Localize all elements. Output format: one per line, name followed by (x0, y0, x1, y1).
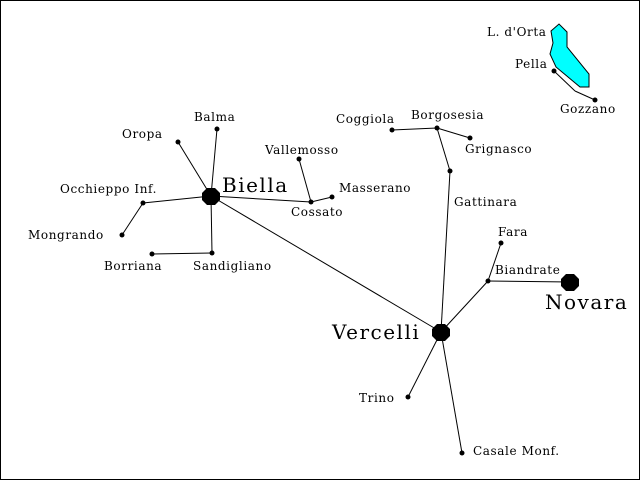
label-mongrando: Mongrando (28, 228, 104, 242)
label-gattinara: Gattinara (454, 195, 517, 209)
label-cossato: Cossato (291, 205, 343, 219)
road-biella-balma (210, 128, 218, 197)
casale-dot (459, 450, 465, 456)
road-occhieppo-mongrando (121, 202, 144, 236)
road-biella-occhieppo (142, 195, 212, 204)
road-biella-vercelli (210, 195, 442, 333)
label-oropa: Oropa (122, 127, 163, 141)
road-sandigliano-borriana (151, 252, 213, 255)
road-cossato-masserano (310, 196, 333, 203)
label-biandrate: Biandrate (495, 263, 560, 277)
borriana-dot (149, 251, 155, 257)
road-borgosesia-coggiola (391, 127, 438, 131)
town-dots (119, 68, 598, 456)
label-gozzano: Gozzano (560, 102, 616, 116)
road-pella-gozzano-2 (574, 90, 596, 101)
road-biella-sandigliano (210, 195, 213, 254)
label-borgosesia: Borgosesia (411, 108, 484, 122)
label-lake-orta: L. d'Orta (487, 25, 547, 39)
road-pella-gozzano (553, 70, 576, 92)
label-borriana: Borriana (104, 259, 162, 273)
oropa-dot (175, 139, 181, 145)
sandigliano-dot (209, 250, 215, 256)
label-fara: Fara (498, 225, 528, 239)
label-vallemosso: Vallemosso (264, 143, 339, 157)
vercelli-marker (432, 324, 450, 341)
labels: Biella Vercelli Novara L. d'Orta Pella G… (28, 25, 628, 458)
vallemosso-dot (296, 156, 302, 162)
label-novara: Novara (545, 290, 628, 314)
label-balma: Balma (194, 110, 235, 124)
borgosesia-dot (434, 125, 440, 131)
road-vercelli-casale (440, 331, 463, 454)
road-biella-cossato (210, 195, 312, 203)
trino-dot (405, 394, 411, 400)
biandrate-dot (485, 278, 491, 284)
label-coggiola: Coggiola (336, 112, 395, 126)
lake-orta-shape (549, 23, 590, 88)
fara-dot (498, 240, 504, 246)
label-occhieppo: Occhieppo Inf. (60, 182, 157, 196)
label-pella: Pella (515, 57, 547, 71)
balma-dot (214, 126, 220, 132)
gozzano-dot (592, 97, 598, 103)
road-biandrate-fara (487, 242, 502, 282)
road-borgosesia-grignasco (436, 127, 471, 139)
pella-dot (551, 68, 557, 74)
grignasco-dot (467, 135, 473, 141)
label-trino: Trino (359, 391, 395, 405)
roads (121, 70, 596, 454)
road-biandrate-novara (487, 280, 571, 283)
road-biella-oropa (177, 141, 212, 197)
label-masserano: Masserano (339, 181, 411, 195)
coggiola-dot (389, 127, 395, 133)
occhieppo-dot (140, 200, 146, 206)
road-vercelli-biandrate (440, 280, 489, 333)
gattinara-dot (447, 168, 453, 174)
label-vercelli: Vercelli (331, 320, 420, 344)
road-gattinara-borgosesia (436, 127, 451, 172)
road-vercelli-gattinara (440, 170, 451, 333)
road-vercelli-trino (407, 331, 442, 398)
mongrando-dot (119, 232, 125, 238)
road-cossato-vallemosso (298, 158, 312, 203)
label-casale: Casale Monf. (473, 444, 560, 458)
biella-marker (202, 188, 220, 205)
cossato-dot (308, 199, 314, 205)
novara-marker (561, 274, 579, 291)
masserano-dot (329, 194, 335, 200)
label-sandigliano: Sandigliano (193, 259, 272, 273)
city-markers (202, 188, 579, 341)
label-grignasco: Grignasco (465, 142, 532, 156)
label-biella: Biella (222, 173, 289, 197)
